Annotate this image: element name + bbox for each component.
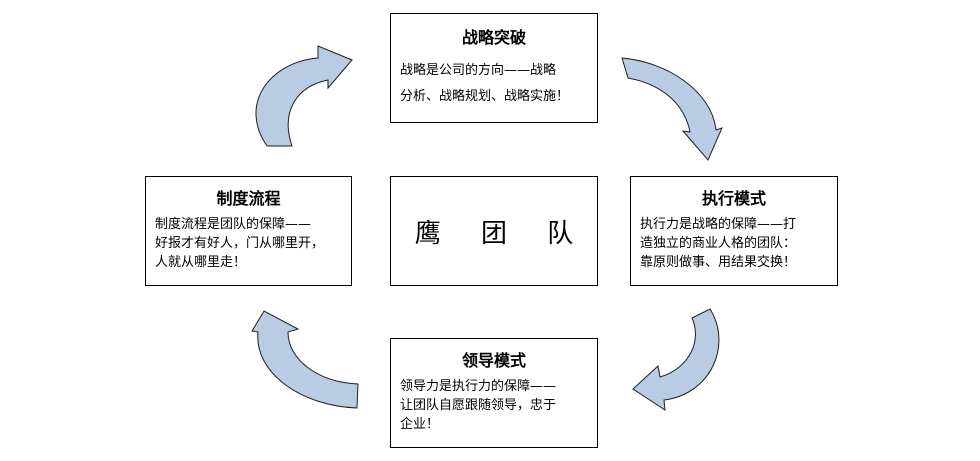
node-strategy: 战略突破 战略是公司的方向——战略 分析、战略规划、战略实施！ [390,13,598,123]
node-title: 战略突破 [461,28,526,47]
node-title: 制度流程 [216,189,281,208]
node-process: 制度流程 制度流程是团队的保障—— 好报才有好人，门从哪里开， 人就从哪里走！ [145,176,352,286]
node-title: 领导模式 [461,351,526,370]
node-description: 战略是公司的方向——战略 分析、战略规划、战略实施！ [400,63,570,104]
node-center: 鹰 团 队 [390,176,598,286]
node-leadership: 领导模式 领导力是执行力的保障—— 让团队自愿跟随领导，忠于 企业！ [390,338,598,448]
node-description: 执行力是战略的保障——打 造独立的商业人格的团队： 靠原则做事、用结果交换！ [640,217,797,270]
node-description: 领导力是执行力的保障—— 让团队自愿跟随领导，忠于 企业！ [400,379,557,432]
node-title: 执行模式 [701,189,766,208]
center-label: 鹰 团 队 [414,218,590,249]
arrow-top-right [621,57,723,161]
node-description: 制度流程是团队的保障—— 好报才有好人，门从哪里开， 人就从哪里走！ [155,217,325,270]
node-execution: 执行模式 执行力是战略的保障——打 造独立的商业人格的团队： 靠原则做事、用结果… [630,176,838,286]
arrow-bottom-right [632,308,720,411]
arrow-top-left [255,45,353,147]
arrow-bottom-left [251,310,359,409]
